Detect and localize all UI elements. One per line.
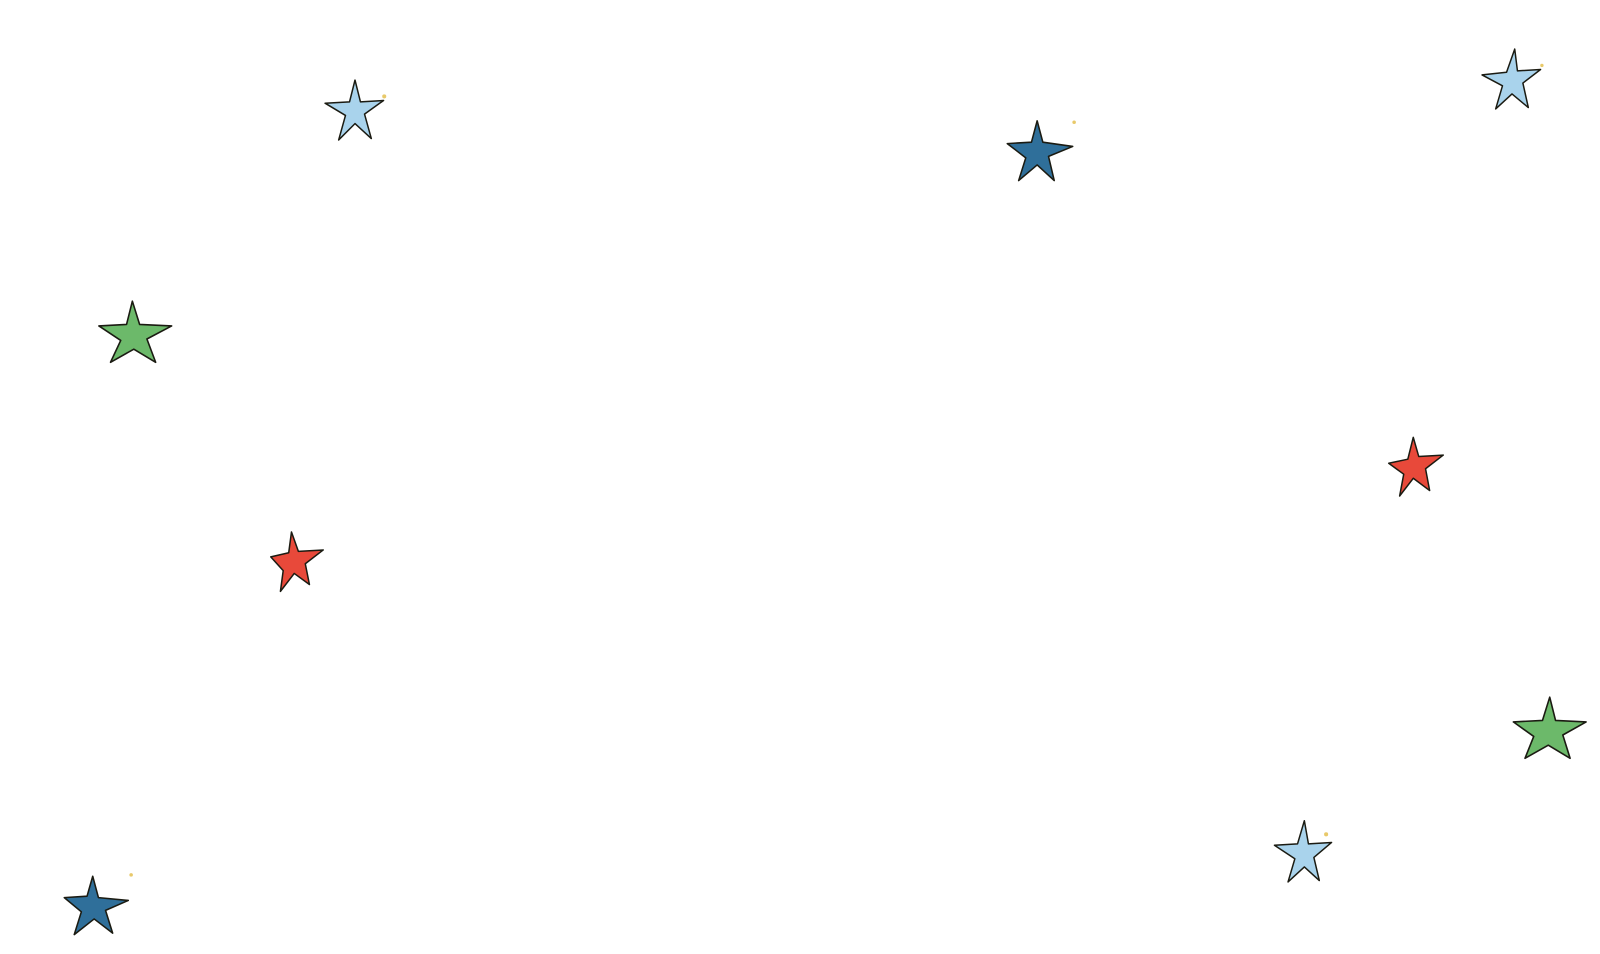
red-star-icon — [268, 529, 326, 593]
dark-blue-star-icon — [61, 872, 133, 936]
light-blue-star-icon — [1270, 818, 1336, 886]
dark-blue-star-icon — [1004, 118, 1076, 182]
green-star-icon — [1509, 694, 1589, 760]
green-star-icon — [96, 298, 176, 364]
light-blue-star-icon — [1478, 46, 1546, 112]
light-blue-star-icon — [321, 76, 389, 144]
red-star-icon — [1386, 434, 1446, 498]
